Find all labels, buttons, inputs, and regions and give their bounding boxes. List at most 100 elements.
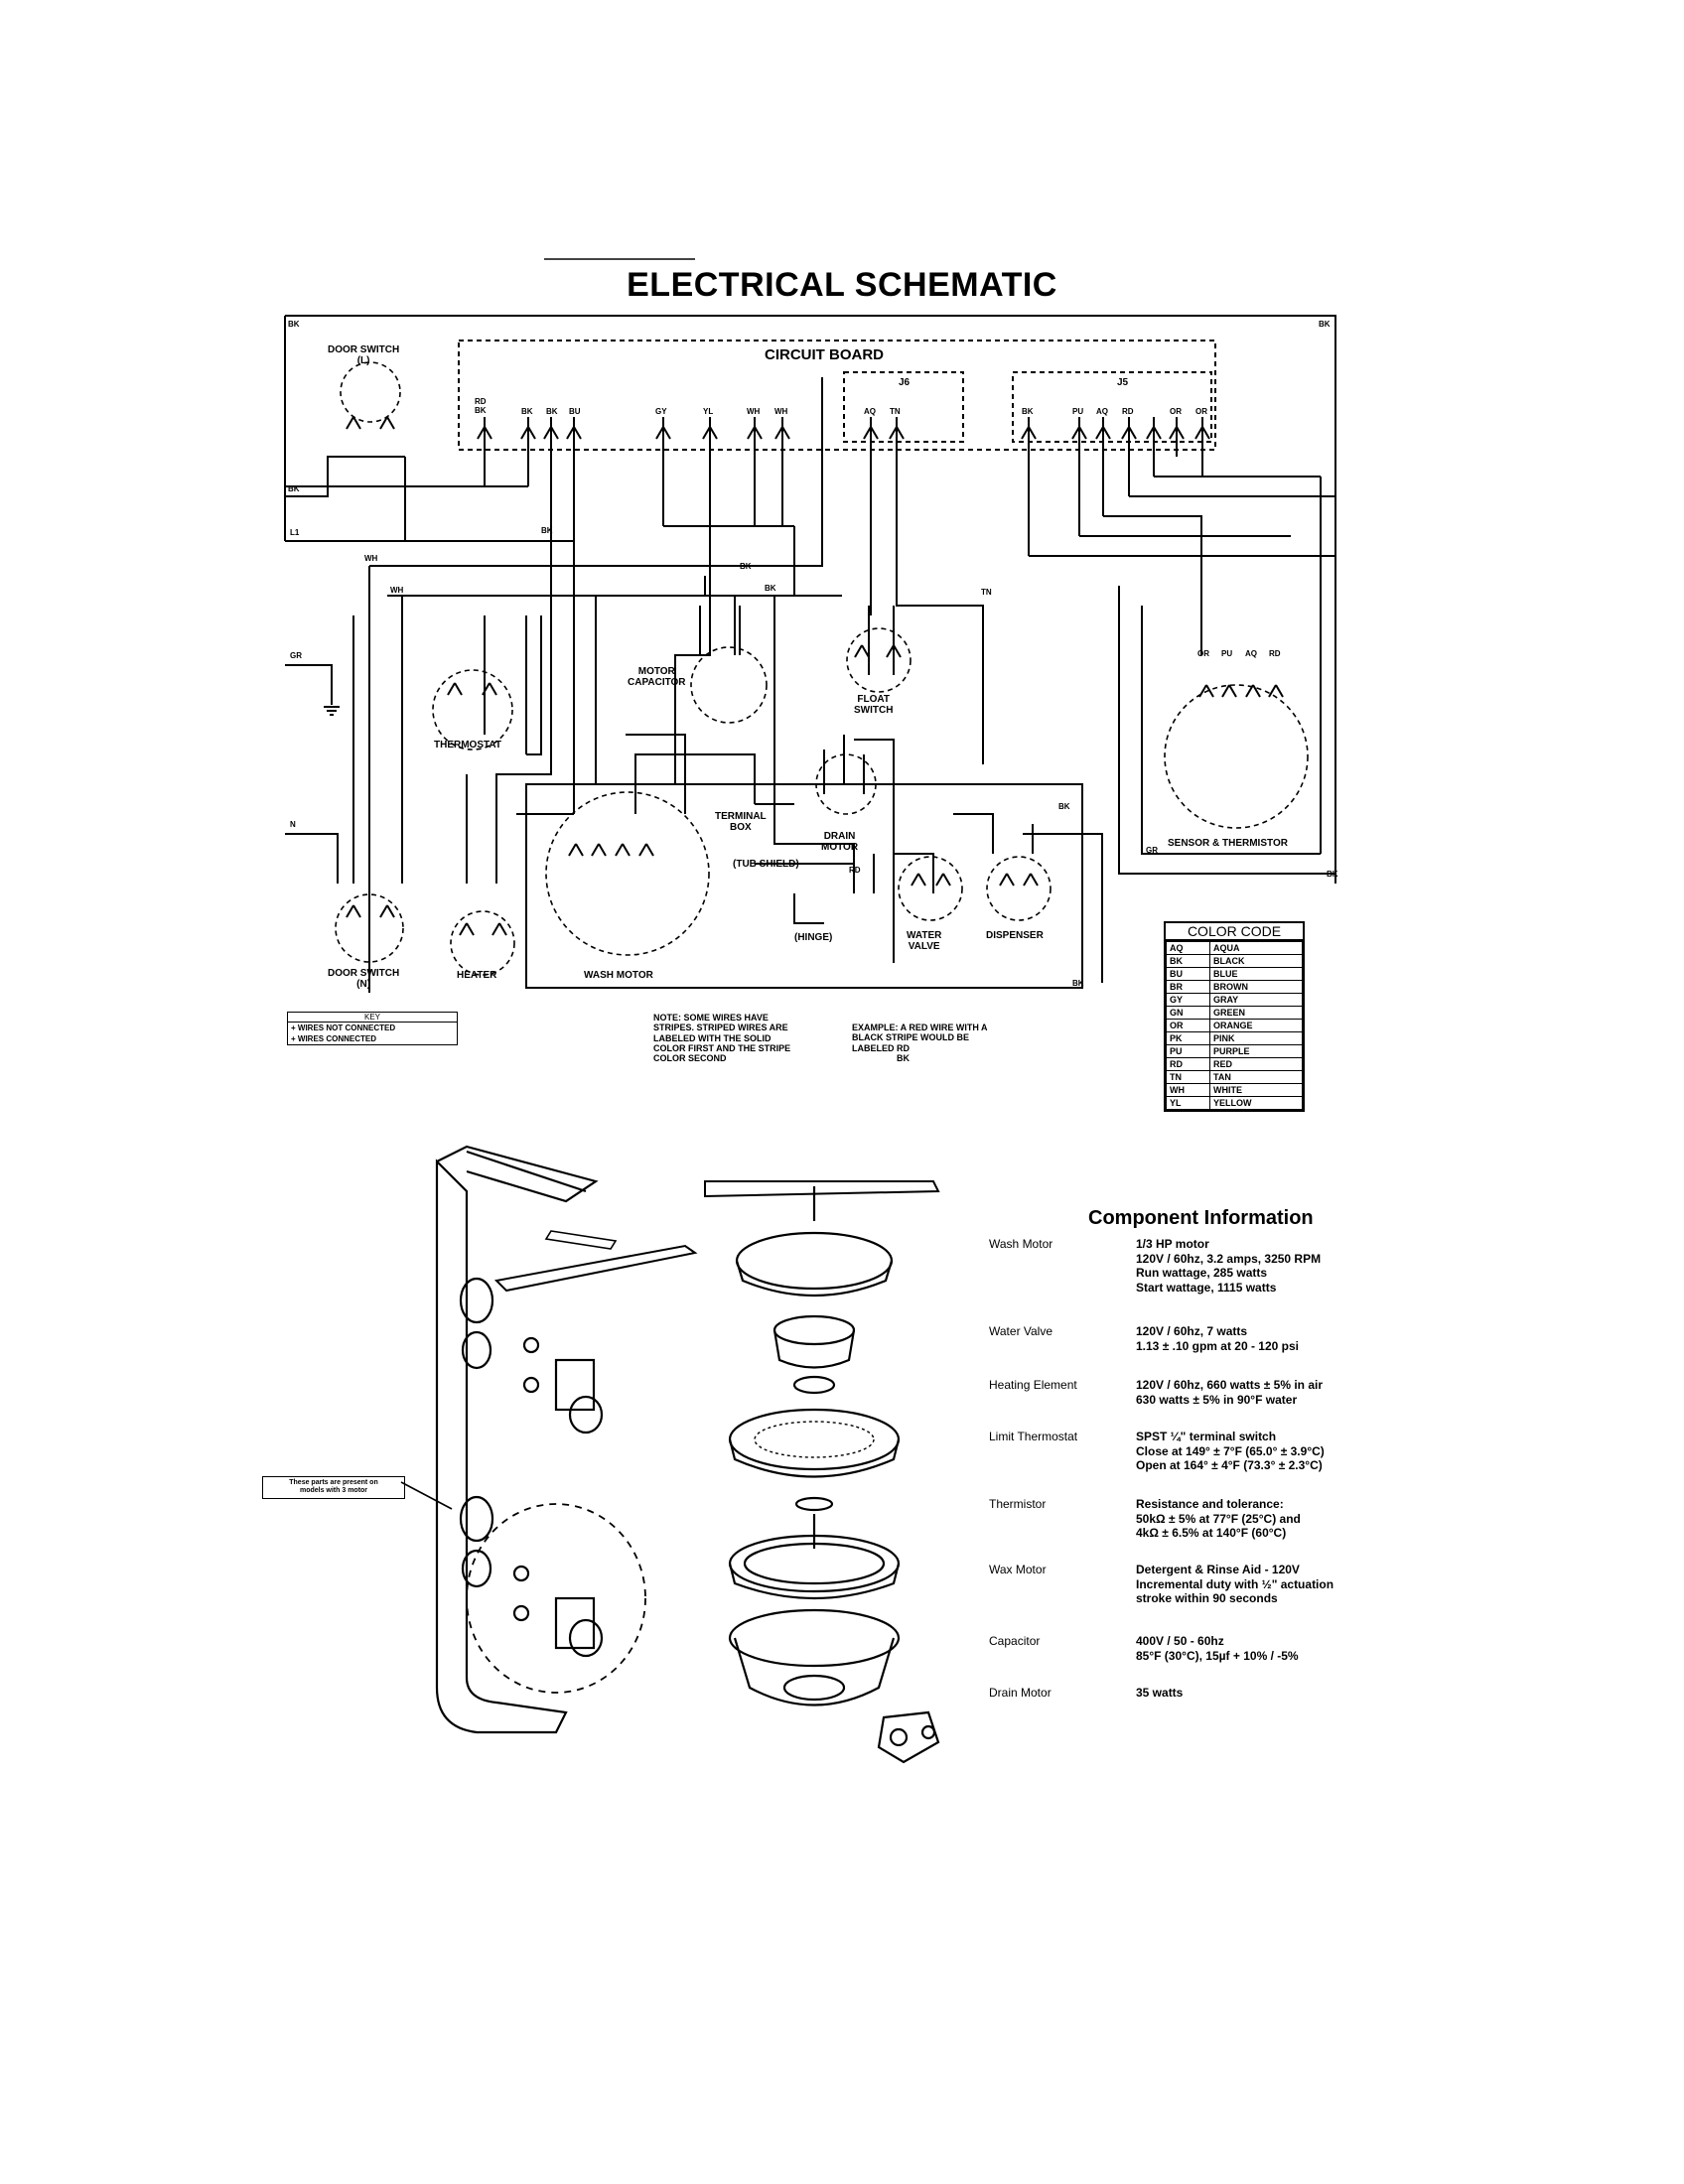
drain-motor-label: DRAIN MOTOR: [821, 831, 859, 853]
wash-motor-circle: [545, 791, 710, 956]
component-info-row: Wax Motor Detergent & Rinse Aid - 120V I…: [989, 1563, 1416, 1606]
j5-label: J5: [1117, 377, 1129, 388]
board-wire-label: AQ: [864, 407, 876, 416]
dispenser-circle: [986, 856, 1052, 921]
edge-wire-label: BK: [765, 584, 776, 593]
component-spec: 1/3 HP motor 120V / 60hz, 3.2 amps, 3250…: [1136, 1237, 1322, 1295]
edge-wire-label: GR: [1146, 846, 1158, 855]
thermostat-circle: [432, 669, 513, 751]
sensor-wire-label: AQ: [1245, 649, 1257, 658]
tub-shield-label: (TUB SHIELD): [733, 859, 799, 870]
board-wire-label: GY: [655, 407, 667, 416]
sensor-wire-label: PU: [1221, 649, 1233, 658]
key-item-not-connected: + WIRES NOT CONNECTED: [291, 1024, 396, 1032]
board-wire-label: OR: [1170, 407, 1182, 416]
board-wire-label: YL: [703, 407, 714, 416]
component-name: Water Valve: [989, 1324, 1053, 1338]
edge-wire-label: BK: [1058, 802, 1070, 811]
exploded-parts-illustration: [400, 1145, 940, 1764]
dispenser-label: DISPENSER: [986, 930, 1044, 941]
schematic-wiring: [284, 315, 1336, 993]
board-wire-label: RD BK: [475, 397, 487, 415]
component-info-row: Limit Thermostat SPST ¼" terminal switch…: [989, 1430, 1416, 1473]
component-info-row: Drain Motor 35 watts: [989, 1686, 1416, 1701]
header-rule: [544, 258, 695, 260]
color-code-title: COLOR CODE: [1166, 923, 1303, 941]
board-wire-label: TN: [890, 407, 901, 416]
edge-wire-label: WH: [390, 586, 404, 595]
component-name: Drain Motor: [989, 1686, 1052, 1700]
component-name: Capacitor: [989, 1634, 1041, 1648]
component-spec: 400V / 50 - 60hz 85°F (30°C), 15µf + 10%…: [1136, 1634, 1299, 1663]
component-spec: 120V / 60hz, 7 watts 1.13 ± .10 gpm at 2…: [1136, 1324, 1299, 1353]
thermostat-label: THERMOSTAT: [434, 740, 501, 751]
stripe-note: NOTE: SOME WIRES HAVE STRIPES. STRIPED W…: [653, 1013, 791, 1064]
water-valve-label: WATER VALVE: [907, 930, 942, 952]
drain-motor-circle: [815, 753, 877, 815]
j6-label: J6: [899, 377, 911, 388]
edge-wire-label: BK: [288, 320, 300, 329]
key-legend: KEY + WIRES NOT CONNECTED + WIRES CONNEC…: [287, 1012, 458, 1045]
component-name: Thermistor: [989, 1497, 1047, 1511]
edge-wire-label: GR: [290, 651, 302, 660]
door-switch-l-label: DOOR SWITCH (L): [328, 344, 400, 366]
component-info-row: Wash Motor 1/3 HP motor 120V / 60hz, 3.2…: [989, 1237, 1416, 1296]
component-spec: Detergent & Rinse Aid - 120V Incremental…: [1136, 1563, 1334, 1606]
component-name: Wax Motor: [989, 1563, 1047, 1576]
float-switch-label: FLOAT SWITCH: [854, 694, 894, 716]
board-wire-label: BK: [521, 407, 533, 416]
component-info-title: Component Information: [1088, 1207, 1314, 1229]
board-wire-label: BK: [1022, 407, 1034, 416]
sensor-wire-label: RD: [1269, 649, 1281, 658]
stripe-example-note: EXAMPLE: A RED WIRE WITH A BLACK STRIPE …: [852, 1023, 988, 1064]
key-title: KEY: [288, 1013, 457, 1023]
edge-wire-label: BK: [740, 562, 752, 571]
component-info-row: Thermistor Resistance and tolerance: 50k…: [989, 1497, 1416, 1541]
edge-wire-label: BK: [1327, 870, 1338, 879]
board-wire-label: BU: [569, 407, 581, 416]
heater-label: HEATER: [457, 970, 497, 981]
component-info-row: Water Valve 120V / 60hz, 7 watts 1.13 ± …: [989, 1324, 1416, 1353]
edge-wire-label: WH: [364, 554, 378, 563]
edge-wire-label: BK: [541, 526, 553, 535]
board-wire-label: OR: [1195, 407, 1207, 416]
edge-wire-label: L1: [290, 528, 300, 537]
motor-capacitor-circle: [690, 646, 768, 724]
edge-wire-label: BK: [1319, 320, 1331, 329]
door-switch-n-circle: [335, 893, 404, 963]
board-wire-label: RD: [1122, 407, 1134, 416]
terminal-box-label: TERMINAL BOX: [715, 811, 767, 833]
component-info-row: Heating Element 120V / 60hz, 660 watts ±…: [989, 1378, 1416, 1407]
motor-capacitor-label: MOTOR CAPACITOR: [628, 666, 686, 688]
water-valve-circle: [898, 856, 963, 921]
key-item-connected: + WIRES CONNECTED: [291, 1034, 377, 1043]
heater-circle: [450, 910, 515, 976]
sensor-thermistor-label: SENSOR & THERMISTOR: [1168, 838, 1288, 849]
float-switch-circle: [846, 627, 912, 693]
wash-motor-label: WASH MOTOR: [584, 970, 653, 981]
page-title: ELECTRICAL SCHEMATIC: [627, 266, 1057, 304]
component-spec: Resistance and tolerance: 50kΩ ± 5% at 7…: [1136, 1497, 1301, 1541]
component-spec: 35 watts: [1136, 1686, 1184, 1700]
circuit-board-label: CIRCUIT BOARD: [765, 346, 884, 363]
board-wire-label: WH: [747, 407, 761, 416]
sensor-thermistor-circle: [1164, 684, 1309, 829]
component-name: Limit Thermostat: [989, 1430, 1078, 1443]
component-name: Heating Element: [989, 1378, 1077, 1392]
edge-wire-label: TN: [981, 588, 992, 597]
edge-wire-label: RD: [849, 866, 861, 875]
door-switch-l-circle: [340, 361, 401, 423]
